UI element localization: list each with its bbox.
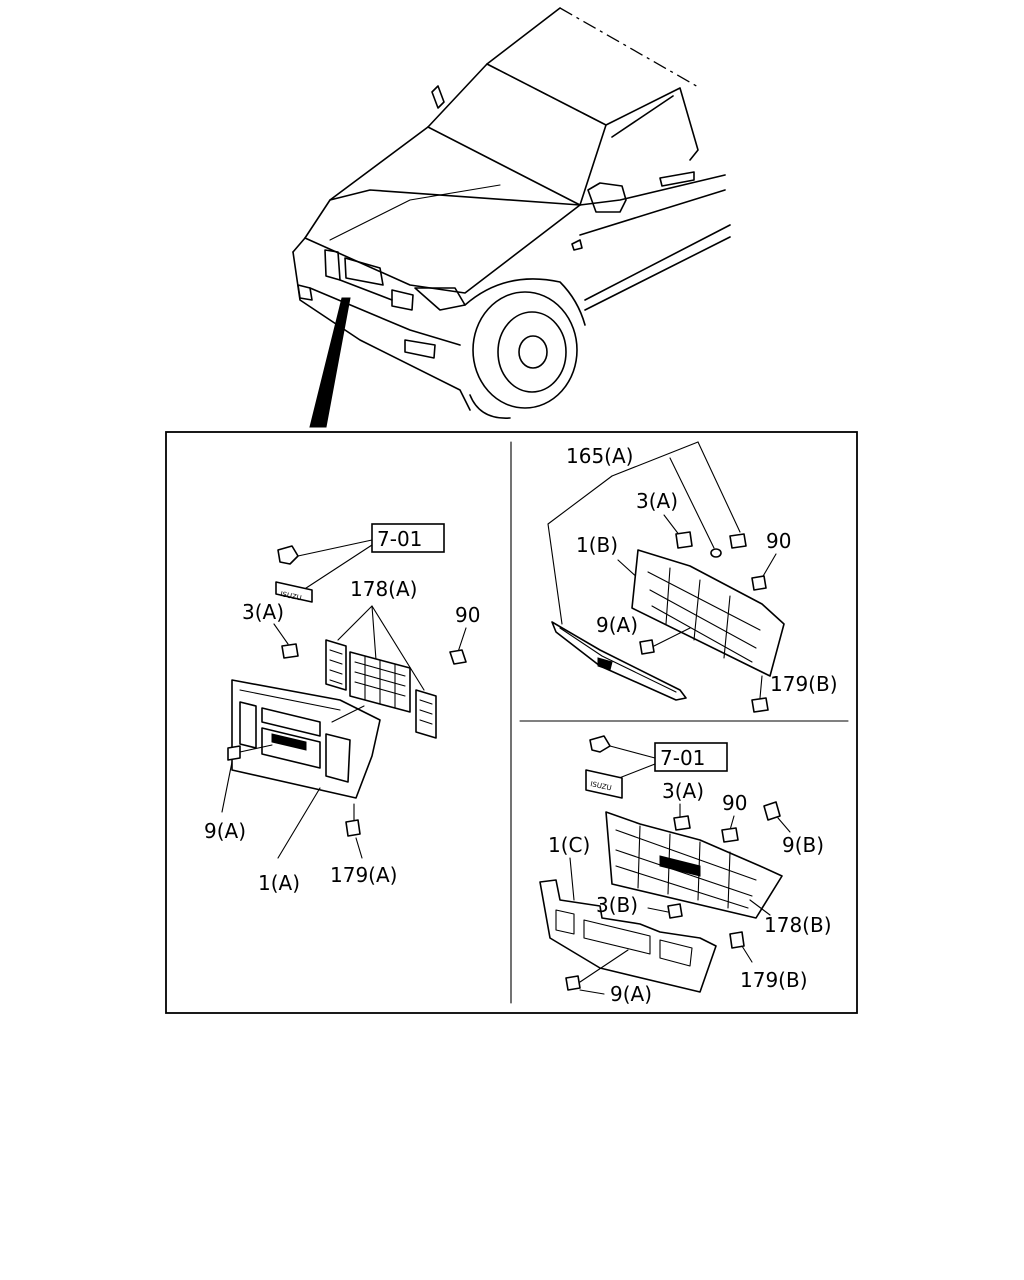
detail-frame (165, 431, 858, 1014)
screw-icon (227, 745, 241, 761)
nut-icon (449, 649, 467, 665)
clip-lower-3-icon (729, 931, 745, 949)
clip-upper-3-icon (673, 815, 691, 831)
grille-a-icon (231, 679, 381, 799)
label-clip-upper-2: 3(A) (636, 489, 678, 513)
label-clip-b: 3(B) (596, 893, 638, 917)
molding-clip-icon (710, 548, 722, 558)
label-clip-upper-3: 3(A) (662, 779, 704, 803)
label-grille-mesh: 178(A) (350, 577, 417, 601)
label-clip-lower-3: 179(B) (740, 968, 808, 992)
ref-box-label: 7-01 (377, 527, 422, 551)
label-grille-mesh-b: 178(B) (764, 913, 832, 937)
label-molding: 165(A) (566, 444, 633, 468)
emblem-clip-2-icon (589, 735, 611, 753)
grille-c-icon (539, 879, 717, 993)
screw-2-icon (639, 639, 655, 655)
molding-screw-icon (729, 533, 747, 549)
clip-upper-2-icon (675, 531, 693, 549)
label-clip-lower: 179(A) (330, 863, 397, 887)
clip-b-icon (667, 903, 683, 919)
label-clip-upper: 3(A) (242, 600, 284, 624)
label-screw: 9(A) (204, 819, 246, 843)
grille-mesh-b-icon (605, 811, 783, 919)
nut-3-icon (721, 827, 739, 843)
label-nut-3: 90 (722, 791, 747, 815)
ref-box (371, 523, 445, 553)
nut-2-icon (751, 575, 767, 591)
grille-b-icon (631, 549, 785, 677)
bottom-right-panel: 7-01 ISUZU 3(A) 90 9(B) 178(B) 1(C) (539, 735, 832, 1006)
ref-box-2 (654, 742, 728, 772)
screw-b-icon (763, 801, 781, 821)
label-nut: 90 (455, 603, 480, 627)
grille-mesh-icon (325, 639, 437, 739)
label-grille: 1(A) (258, 871, 300, 895)
clip-lower-2-icon (751, 697, 769, 713)
ref-box-2-label: 7-01 (660, 746, 705, 770)
vehicle-illustration (292, 7, 731, 428)
label-screw-2: 9(A) (596, 613, 638, 637)
emblem-badge-2-icon (585, 769, 623, 799)
label-screw-b: 9(B) (782, 833, 824, 857)
label-clip-lower-2: 179(B) (770, 672, 838, 696)
emblem-clip-icon (277, 545, 299, 565)
label-grille-3: 1(C) (548, 833, 590, 857)
screw-a-icon (565, 975, 581, 991)
emblem-badge-icon (275, 581, 313, 603)
clip-upper-icon (281, 643, 299, 659)
top-right-panel: 165(A) 3(A) 1(B) 90 9(A) (547, 441, 838, 713)
left-panel: 7-01 ISUZU 3(A) 178(A) 90 (204, 523, 480, 895)
clip-lower-icon (345, 819, 361, 837)
label-nut-2: 90 (766, 529, 791, 553)
label-screw-a: 9(A) (610, 982, 652, 1006)
label-grille-2: 1(B) (576, 533, 618, 557)
